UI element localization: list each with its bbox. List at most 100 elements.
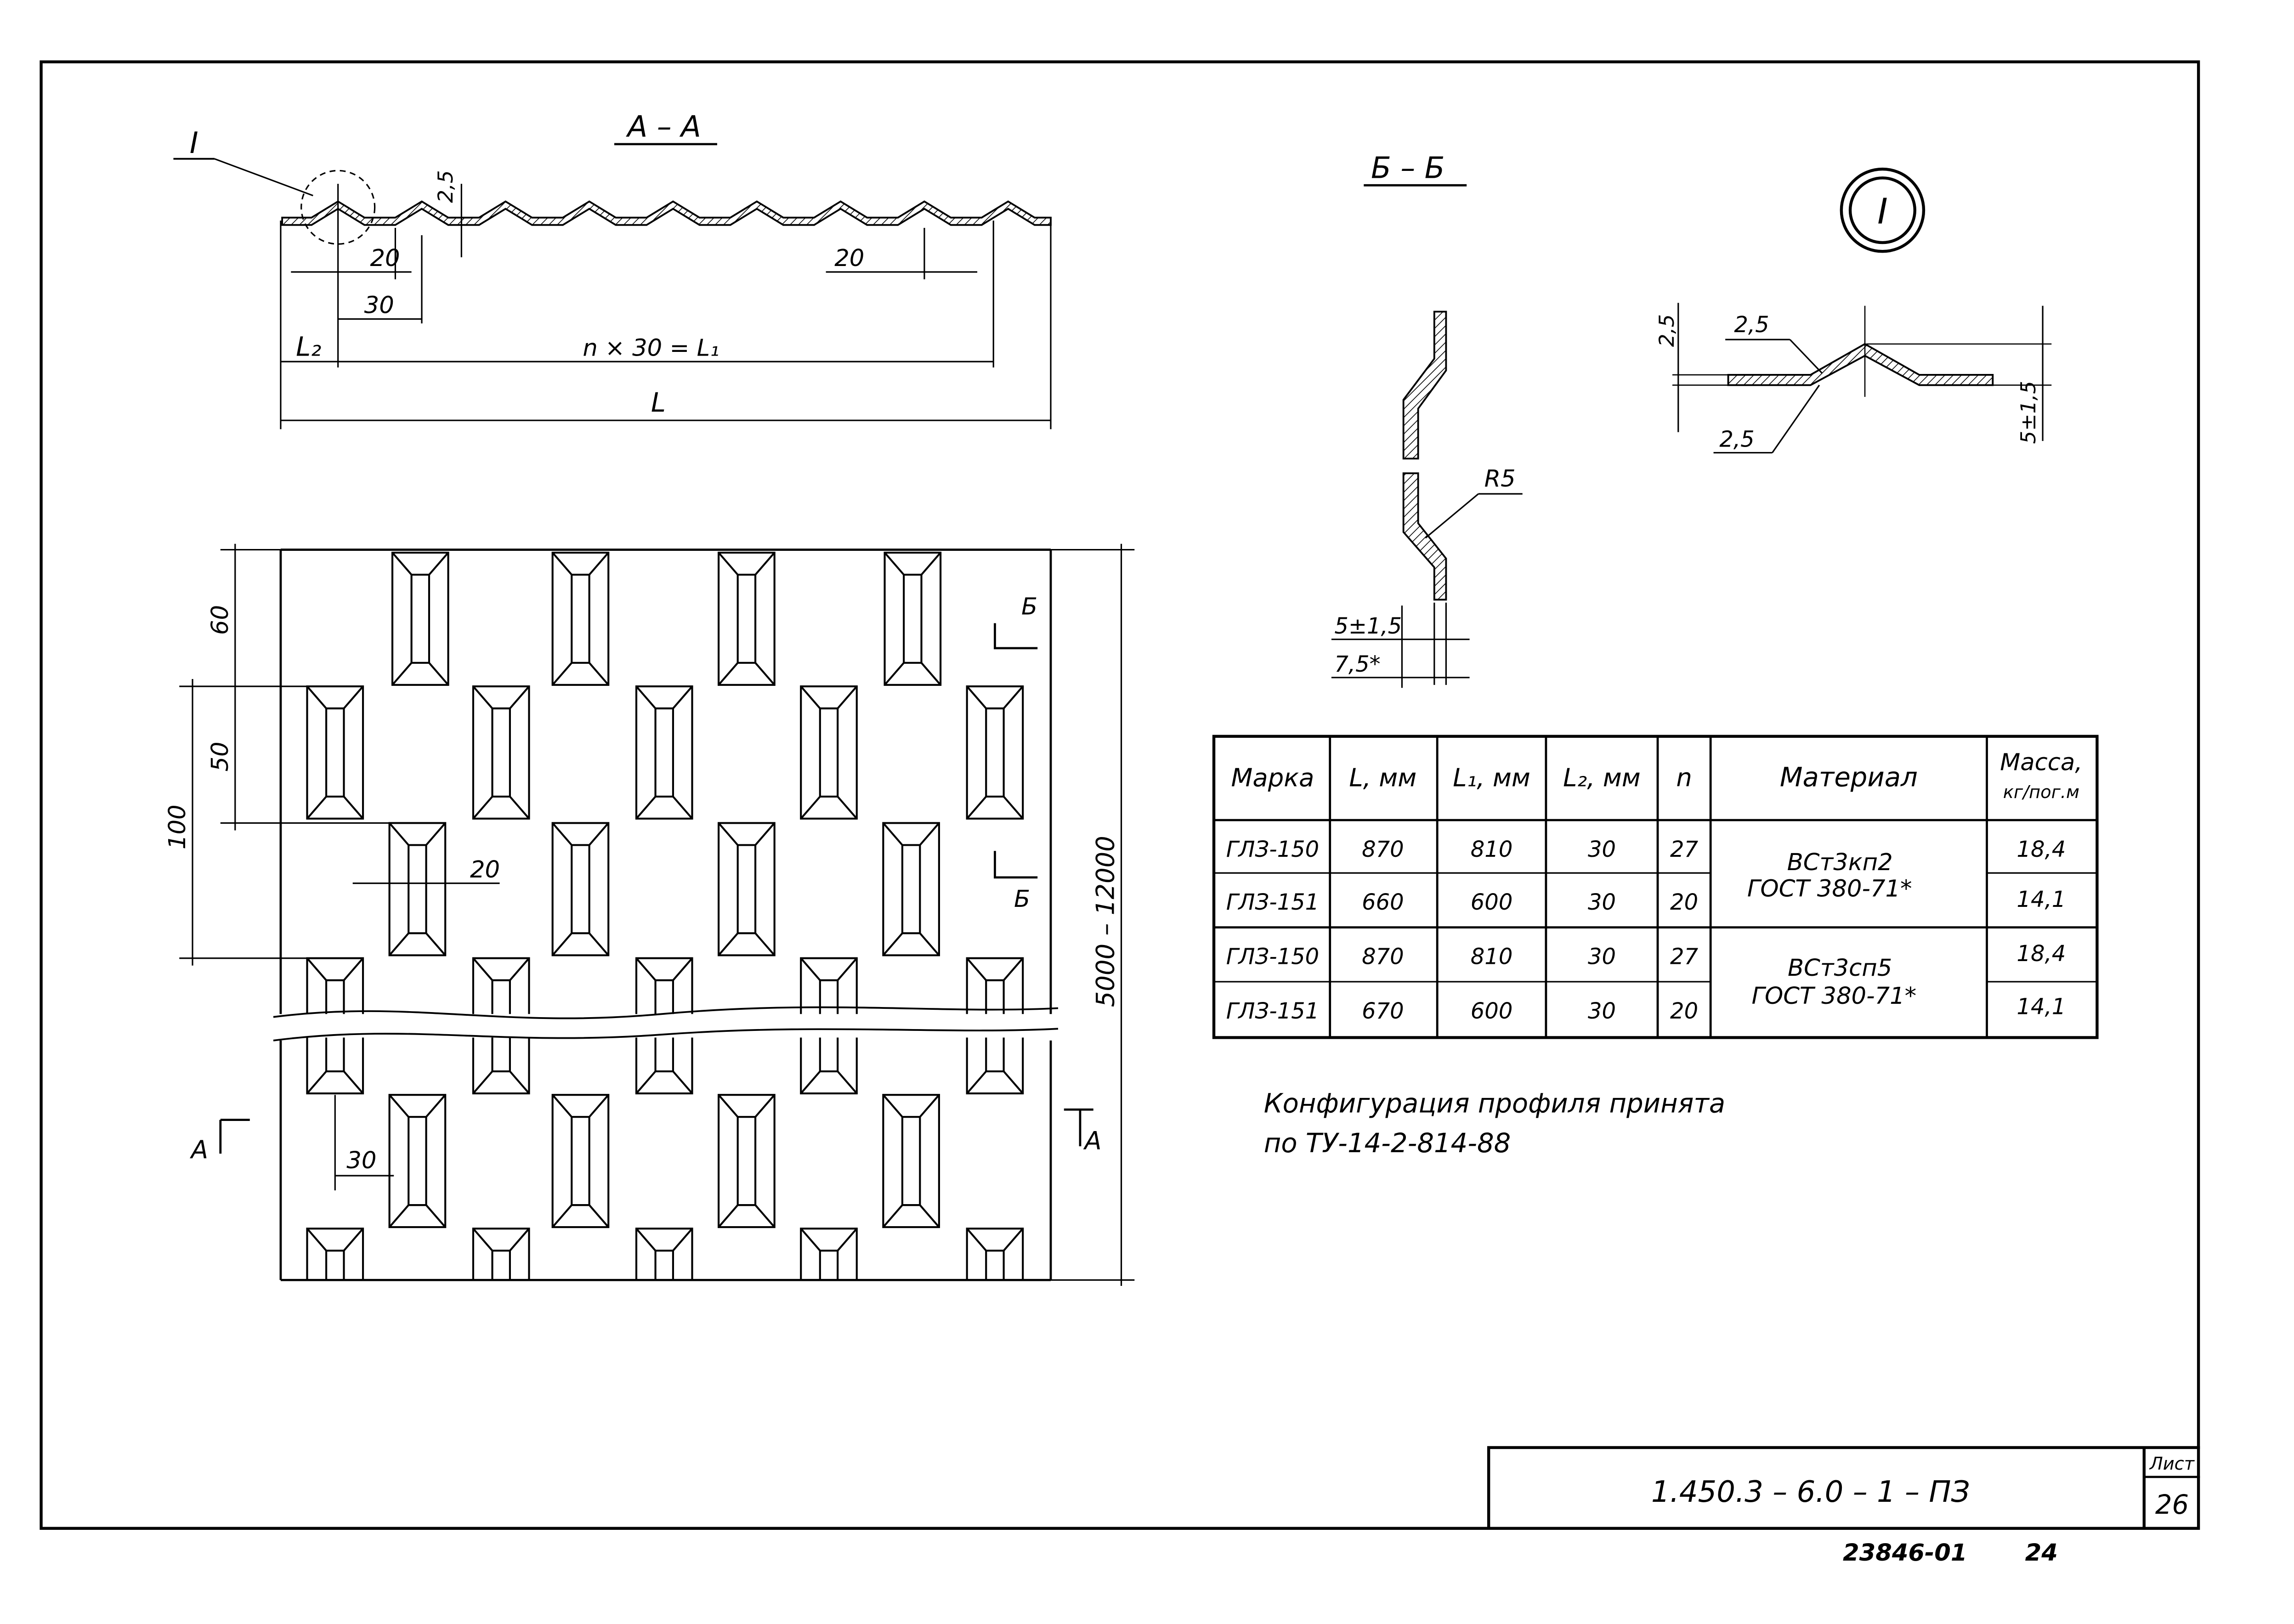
dim-aa-height: 2,5 bbox=[433, 170, 458, 203]
mark-b-top: Б bbox=[1021, 593, 1037, 620]
inventory-number: 23846-01 bbox=[1843, 1539, 1967, 1567]
mark-b-bottom: Б bbox=[1014, 886, 1030, 913]
cell-mass: 18,4 bbox=[2016, 837, 2066, 862]
cell-mark: ГЛЗ-151 bbox=[1226, 998, 1319, 1024]
section-aa: А – А I 2,5 20 30 20 L₂ n × 30 = L₁ bbox=[173, 110, 1052, 430]
th-mass-unit: кг/пог.м bbox=[2003, 782, 2079, 803]
dim-aa-20-left: 20 bbox=[370, 245, 400, 272]
emboss bbox=[800, 957, 858, 1095]
note-line-2: по ТУ-14-2-814-88 bbox=[1264, 1128, 1511, 1159]
cell-material-1a: ВСт3кп2 bbox=[1787, 849, 1893, 876]
emboss-group bbox=[306, 551, 1024, 1280]
cell-l: 870 bbox=[1362, 944, 1404, 970]
emboss bbox=[551, 822, 610, 956]
cell-n: 27 bbox=[1670, 837, 1699, 862]
cell-n: 27 bbox=[1670, 944, 1699, 970]
cell-l: 670 bbox=[1362, 998, 1404, 1024]
emboss bbox=[966, 957, 1024, 1095]
break-line-bottom bbox=[273, 1028, 1059, 1041]
dim-plan-length: 5000 – 12000 bbox=[1091, 836, 1120, 1007]
profile-bb-lower bbox=[1402, 472, 1447, 601]
cell-l2: 30 bbox=[1588, 944, 1616, 970]
emboss bbox=[551, 551, 610, 686]
th-l: L, мм bbox=[1349, 764, 1416, 792]
cell-mark: ГЛЗ-151 bbox=[1226, 889, 1319, 915]
emboss bbox=[472, 685, 530, 820]
cell-n: 20 bbox=[1670, 998, 1698, 1024]
mark-a-right: А bbox=[1083, 1126, 1102, 1155]
doc-code: 1.450.3 – 6.0 – 1 – ПЗ bbox=[1651, 1475, 1970, 1509]
dim-bb-t2: 7,5* bbox=[1334, 651, 1380, 677]
profile-bb-upper bbox=[1402, 311, 1447, 460]
cell-mark: ГЛЗ-150 bbox=[1226, 837, 1319, 862]
emboss bbox=[882, 1094, 940, 1228]
emboss bbox=[635, 1228, 693, 1280]
section-aa-title: А – А bbox=[626, 110, 701, 144]
detail-i-dim-bottom: 2,5 bbox=[1719, 427, 1754, 453]
dim-plan-50: 50 bbox=[207, 741, 234, 771]
cell-material-1b: ГОСТ 380-71* bbox=[1747, 875, 1912, 902]
cell-l1: 810 bbox=[1471, 944, 1513, 970]
emboss bbox=[882, 822, 940, 956]
emboss bbox=[966, 1228, 1024, 1280]
emboss bbox=[800, 1228, 858, 1280]
cell-l: 660 bbox=[1362, 889, 1404, 915]
detail-i: I 2,5 2,5 2,5 5±1,5 bbox=[1654, 167, 2052, 454]
detail-i-dim-top: 2,5 bbox=[1734, 312, 1769, 338]
break-line-top bbox=[273, 1006, 1059, 1019]
cell-material-2b: ГОСТ 380-71* bbox=[1751, 983, 1916, 1010]
plan-view: 60 50 100 20 30 5000 – 12000 Б Б А А bbox=[164, 543, 1135, 1286]
dim-aa-n: n × 30 = L₁ bbox=[583, 334, 719, 362]
section-bb: Б – Б R5 5±1,5 7,5* bbox=[1331, 151, 1523, 688]
emboss bbox=[472, 957, 530, 1095]
cell-mark: ГЛЗ-150 bbox=[1226, 944, 1319, 970]
detail-i-dim-h: 2,5 bbox=[1654, 314, 1679, 347]
callout-i-label: I bbox=[190, 126, 198, 160]
note-line-1: Конфигурация профиля принята bbox=[1264, 1088, 1725, 1119]
dim-plan-30: 30 bbox=[346, 1147, 376, 1174]
emboss bbox=[306, 957, 364, 1095]
dim-bb-t1: 5±1,5 bbox=[1334, 613, 1402, 639]
spec-table: Марка L, мм L₁, мм L₂, мм n Материал Мас… bbox=[1212, 735, 2099, 1039]
detail-i-inner-circle bbox=[1848, 176, 1916, 244]
th-mark: Марка bbox=[1231, 764, 1314, 792]
profile-detail-i bbox=[1727, 343, 1994, 386]
emboss bbox=[388, 1094, 447, 1228]
cell-mass: 18,4 bbox=[2016, 941, 2066, 967]
sheet-number: 26 bbox=[2155, 1489, 2189, 1520]
detail-i-dim-right: 5±1,5 bbox=[2016, 381, 2040, 444]
th-l2: L₂, мм bbox=[1563, 764, 1641, 792]
callout-circle bbox=[300, 170, 376, 245]
cell-mass: 14,1 bbox=[2016, 994, 2066, 1019]
cell-l: 870 bbox=[1362, 837, 1404, 862]
dim-plan-20: 20 bbox=[470, 856, 500, 883]
sheet-label: Лист bbox=[2149, 1454, 2195, 1474]
dim-aa-20-right: 20 bbox=[834, 245, 864, 272]
cell-mass: 14,1 bbox=[2016, 887, 2066, 912]
th-mass: Масса, bbox=[2000, 749, 2082, 776]
emboss bbox=[551, 1094, 610, 1228]
cell-material-2a: ВСт3сп5 bbox=[1788, 955, 1892, 982]
emboss bbox=[388, 822, 447, 956]
th-material: Материал bbox=[1780, 762, 1918, 793]
th-n: n bbox=[1676, 764, 1692, 792]
section-bb-title: Б – Б bbox=[1371, 151, 1444, 185]
emboss bbox=[718, 822, 776, 956]
emboss bbox=[391, 551, 449, 686]
dim-plan-100: 100 bbox=[164, 804, 191, 849]
profile-aa bbox=[281, 200, 1052, 226]
cell-l2: 30 bbox=[1588, 998, 1616, 1024]
cell-l2: 30 bbox=[1588, 837, 1616, 862]
cell-l2: 30 bbox=[1588, 889, 1616, 915]
dim-bb-r: R5 bbox=[1484, 465, 1516, 492]
drawing-frame bbox=[40, 60, 2200, 1530]
detail-i-outer-circle bbox=[1840, 167, 1926, 253]
emboss bbox=[966, 685, 1024, 820]
dim-aa-30: 30 bbox=[364, 292, 394, 319]
emboss bbox=[718, 551, 776, 686]
emboss bbox=[635, 685, 693, 820]
dim-plan-60: 60 bbox=[207, 605, 234, 635]
emboss bbox=[718, 1094, 776, 1228]
dim-aa-l: L bbox=[651, 387, 666, 418]
